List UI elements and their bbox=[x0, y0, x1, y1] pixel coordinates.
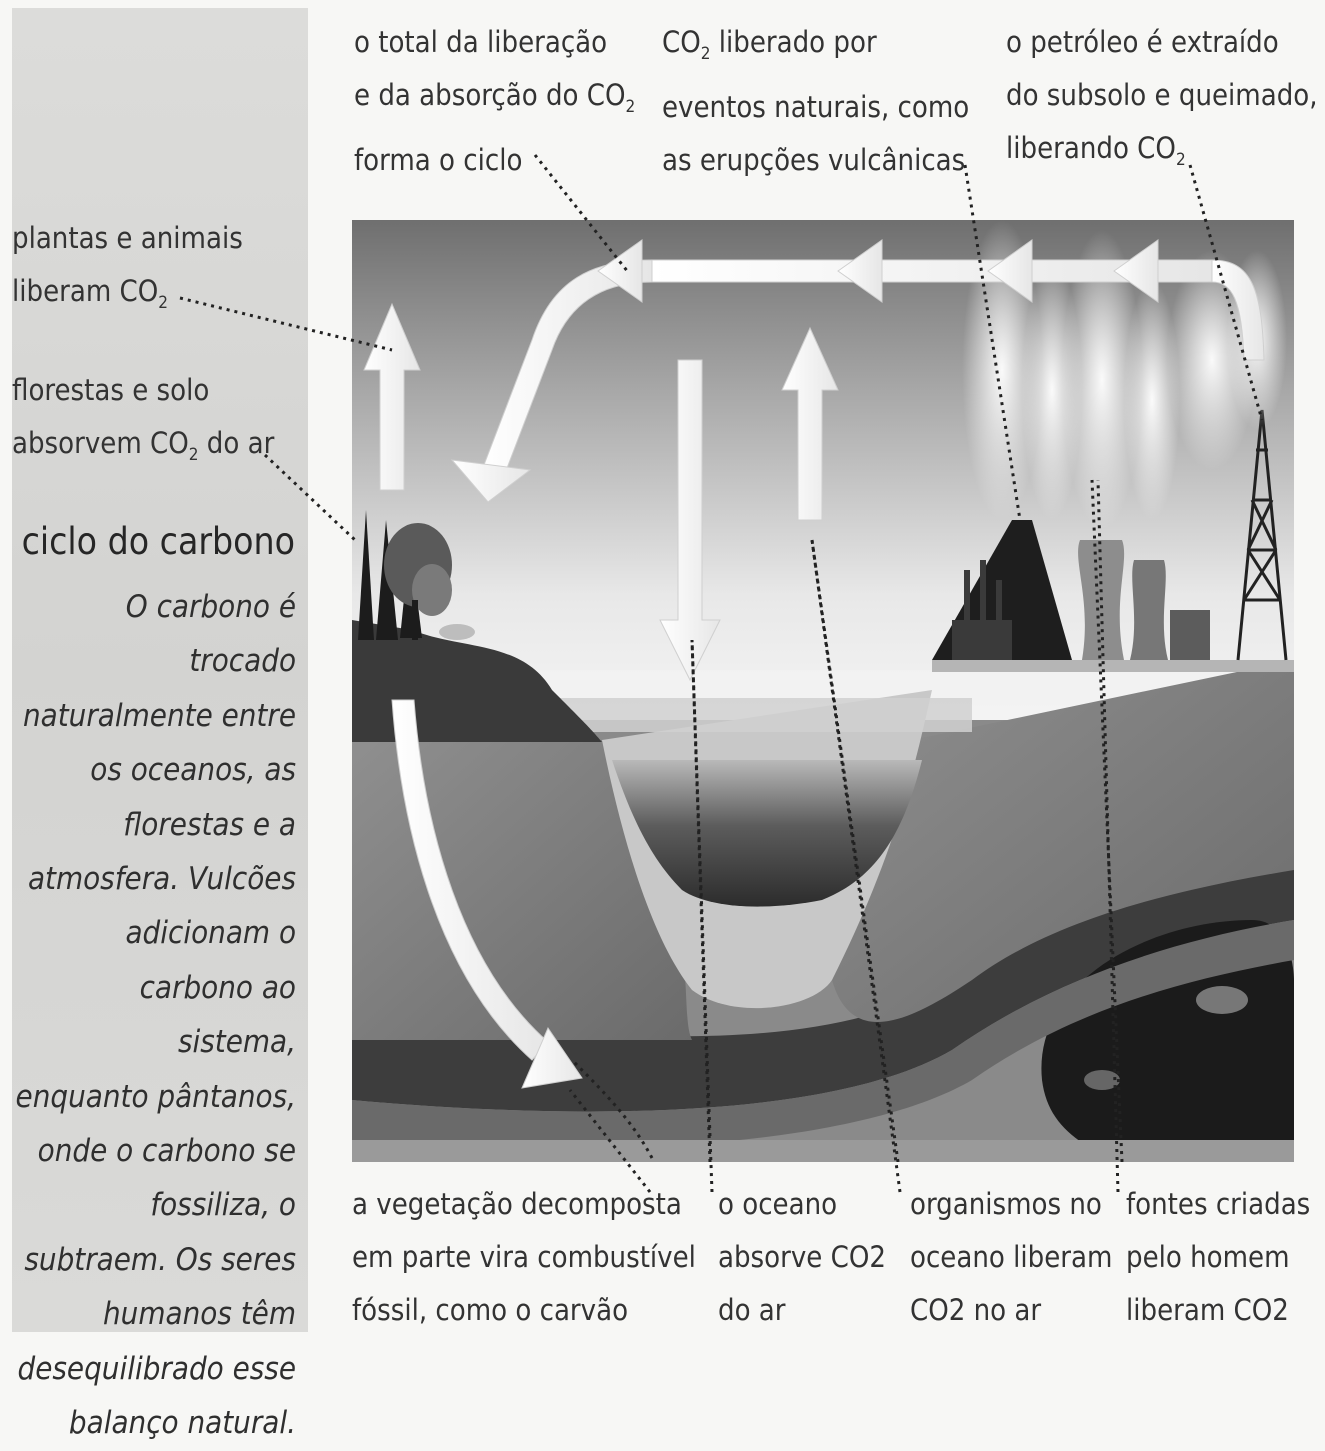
label-human-sources: fontes criadas pelo homem liberam CO2 bbox=[1126, 1178, 1310, 1337]
label-plants-line1: plantas e animais bbox=[12, 212, 243, 265]
label-forests-soil: florestas e solo absorvem CO2 do ar bbox=[12, 364, 274, 482]
label-plants-animals: plantas e animais liberam CO2 bbox=[12, 212, 243, 330]
label-forests-line1: florestas e solo bbox=[12, 364, 274, 417]
label-plants-line2: liberam CO2 bbox=[12, 265, 243, 330]
label-oil: o petróleo é extraído do subsolo e queim… bbox=[1006, 16, 1318, 187]
sea-surface bbox=[552, 698, 972, 732]
label-natural-events: CO2 liberado por eventos naturais, como … bbox=[662, 16, 969, 187]
cooling-tower-2 bbox=[1130, 560, 1168, 660]
cooling-tower-1 bbox=[1078, 540, 1124, 660]
diagram-title: ciclo do carbono bbox=[22, 520, 295, 563]
label-cycle: o total da liberação e da absorção do CO… bbox=[354, 16, 635, 187]
animal bbox=[439, 624, 475, 640]
label-ocean: o oceano absorve CO2 do ar bbox=[718, 1178, 886, 1337]
label-vegetation: a vegetação decomposta em parte vira com… bbox=[352, 1178, 696, 1337]
carbon-cycle-illustration bbox=[352, 220, 1294, 1162]
label-organisms: organismos no oceano liberam CO2 no ar bbox=[910, 1178, 1112, 1337]
label-forests-line2: absorvem CO2 do ar bbox=[12, 417, 274, 482]
